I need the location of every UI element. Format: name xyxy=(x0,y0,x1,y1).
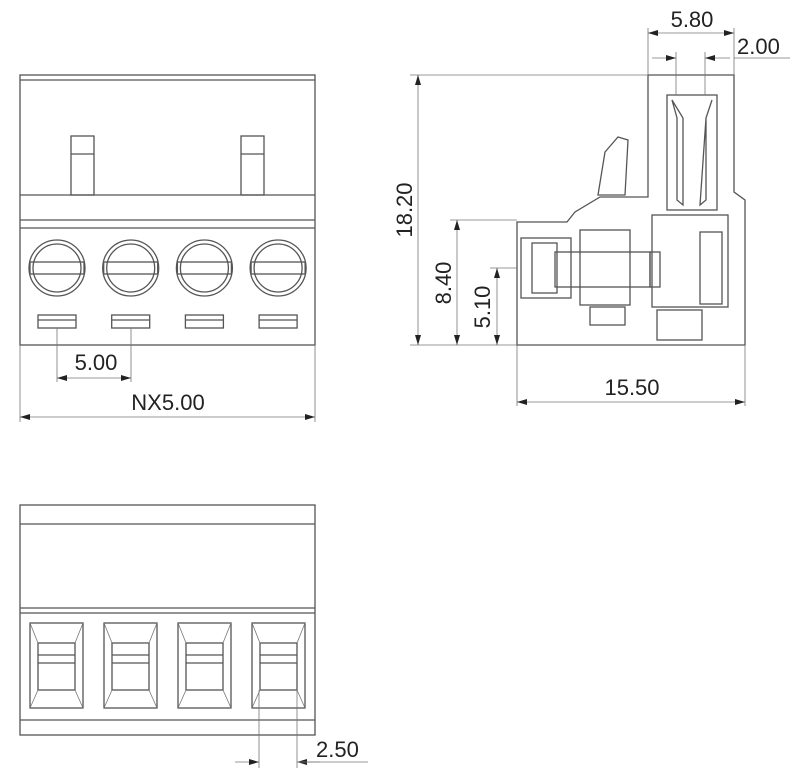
height-dimension: 18.20 xyxy=(392,182,417,237)
wire-slot xyxy=(177,622,232,709)
wire-window xyxy=(37,314,77,329)
screw-heads xyxy=(28,239,307,297)
depth-dimension: 15.50 xyxy=(604,375,659,400)
latch-pins xyxy=(70,135,265,196)
screw-head-icon xyxy=(102,239,160,297)
wire-windows xyxy=(37,314,298,329)
screw-head-icon xyxy=(28,239,86,297)
screw-head-icon xyxy=(249,239,307,297)
latch-hook xyxy=(597,136,629,196)
wire-entry-slots xyxy=(29,622,306,709)
lower-height-dimension: 8.40 xyxy=(431,262,456,305)
wire-window xyxy=(184,314,225,329)
top-width-dimension: 5.80 xyxy=(671,7,714,32)
pitch-dimension: 5.00 xyxy=(75,350,118,375)
wire-window xyxy=(111,314,151,329)
side-section-view: 5.80 2.00 18.20 8.40 5.10 15.50 xyxy=(392,7,790,406)
screw-head-icon xyxy=(175,239,234,297)
wire-slot xyxy=(103,622,158,709)
bottom-view: 2.50 xyxy=(19,504,368,768)
screw-height-dimension: 5.10 xyxy=(470,286,495,329)
front-view: 5.00 NX5.00 xyxy=(19,74,316,422)
slot-width-dimension: 2.50 xyxy=(316,737,359,762)
wire-slot xyxy=(29,622,84,709)
wire-slot xyxy=(251,622,306,709)
total-width-dimension: NX5.00 xyxy=(131,390,204,415)
opening-dimension: 2.00 xyxy=(737,34,780,59)
wire-window xyxy=(258,314,298,329)
